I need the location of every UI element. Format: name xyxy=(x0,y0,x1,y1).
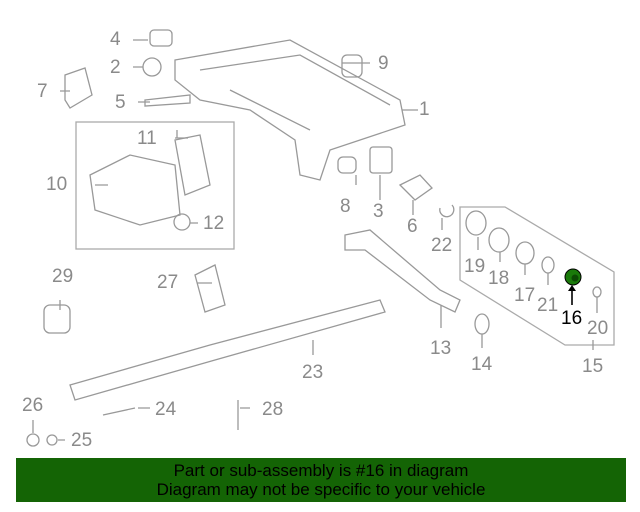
part-9-mount xyxy=(341,54,363,78)
callout-6[interactable]: 6 xyxy=(407,216,418,237)
part-4-nut xyxy=(149,29,173,47)
part-18-ring xyxy=(488,227,510,253)
callout-3[interactable]: 3 xyxy=(373,201,384,222)
callout-11[interactable]: 11 xyxy=(137,128,157,149)
part-19-ring xyxy=(465,210,487,236)
part-27-bearing xyxy=(194,264,226,313)
callout-8[interactable]: 8 xyxy=(340,196,351,217)
part-20-ring xyxy=(592,286,602,298)
part-5-bracket xyxy=(144,94,191,107)
callout-13[interactable]: 13 xyxy=(430,338,452,359)
part-16-highlighted xyxy=(564,268,582,305)
callout-4[interactable]: 4 xyxy=(110,29,121,50)
callout-28[interactable]: 28 xyxy=(262,399,284,420)
part-17-ring xyxy=(515,241,535,265)
part-15-kit-box xyxy=(459,206,615,346)
callout-19[interactable]: 19 xyxy=(464,256,486,277)
callout-12[interactable]: 12 xyxy=(203,213,225,234)
callout-1[interactable]: 1 xyxy=(419,99,430,120)
part-21-ring xyxy=(541,256,555,274)
callout-7[interactable]: 7 xyxy=(37,81,48,102)
banner-line-2: Diagram may not be specific to your vehi… xyxy=(156,480,486,499)
part-26-nut xyxy=(26,433,40,447)
part-12-seal xyxy=(173,213,191,231)
callout-29[interactable]: 29 xyxy=(52,266,74,287)
callout-2[interactable]: 2 xyxy=(110,57,121,78)
callout-26[interactable]: 26 xyxy=(22,395,44,416)
part-8-bushing xyxy=(337,156,357,174)
part-29-coupler xyxy=(43,304,71,334)
part-6-mount xyxy=(398,174,433,201)
part-7-mount xyxy=(64,67,93,109)
callout-16[interactable]: 16 xyxy=(561,308,583,329)
callout-22[interactable]: 22 xyxy=(431,235,453,256)
callout-5[interactable]: 5 xyxy=(115,92,126,113)
callout-27[interactable]: 27 xyxy=(157,272,179,293)
banner-line-1: Part or sub-assembly is #16 in diagram xyxy=(173,461,469,480)
info-banner: Part or sub-assembly is #16 in diagram D… xyxy=(16,458,626,502)
subframe xyxy=(174,39,406,181)
part-2-bushing xyxy=(142,57,162,77)
part-13-axle-shaft xyxy=(344,229,461,313)
callout-14[interactable]: 14 xyxy=(471,354,493,375)
callout-23[interactable]: 23 xyxy=(302,362,324,383)
part-10-differential xyxy=(89,154,181,226)
callout-10[interactable]: 10 xyxy=(46,174,68,195)
part-23-driveshaft xyxy=(69,299,386,401)
callout-9[interactable]: 9 xyxy=(378,53,389,74)
part-24-bolt xyxy=(102,407,136,416)
part-3-mount xyxy=(369,146,393,174)
callout-17[interactable]: 17 xyxy=(514,285,536,306)
differential-box xyxy=(75,121,235,250)
callout-24[interactable]: 24 xyxy=(155,399,177,420)
callout-21[interactable]: 21 xyxy=(537,295,559,316)
part-11-cover xyxy=(174,134,211,196)
part-25-washer xyxy=(46,434,58,446)
callout-18[interactable]: 18 xyxy=(488,268,510,289)
part-22-clip xyxy=(439,204,455,218)
callout-25[interactable]: 25 xyxy=(71,430,93,451)
callout-15[interactable]: 15 xyxy=(582,356,604,377)
callout-20[interactable]: 20 xyxy=(587,318,609,339)
part-14-ring xyxy=(474,313,490,335)
